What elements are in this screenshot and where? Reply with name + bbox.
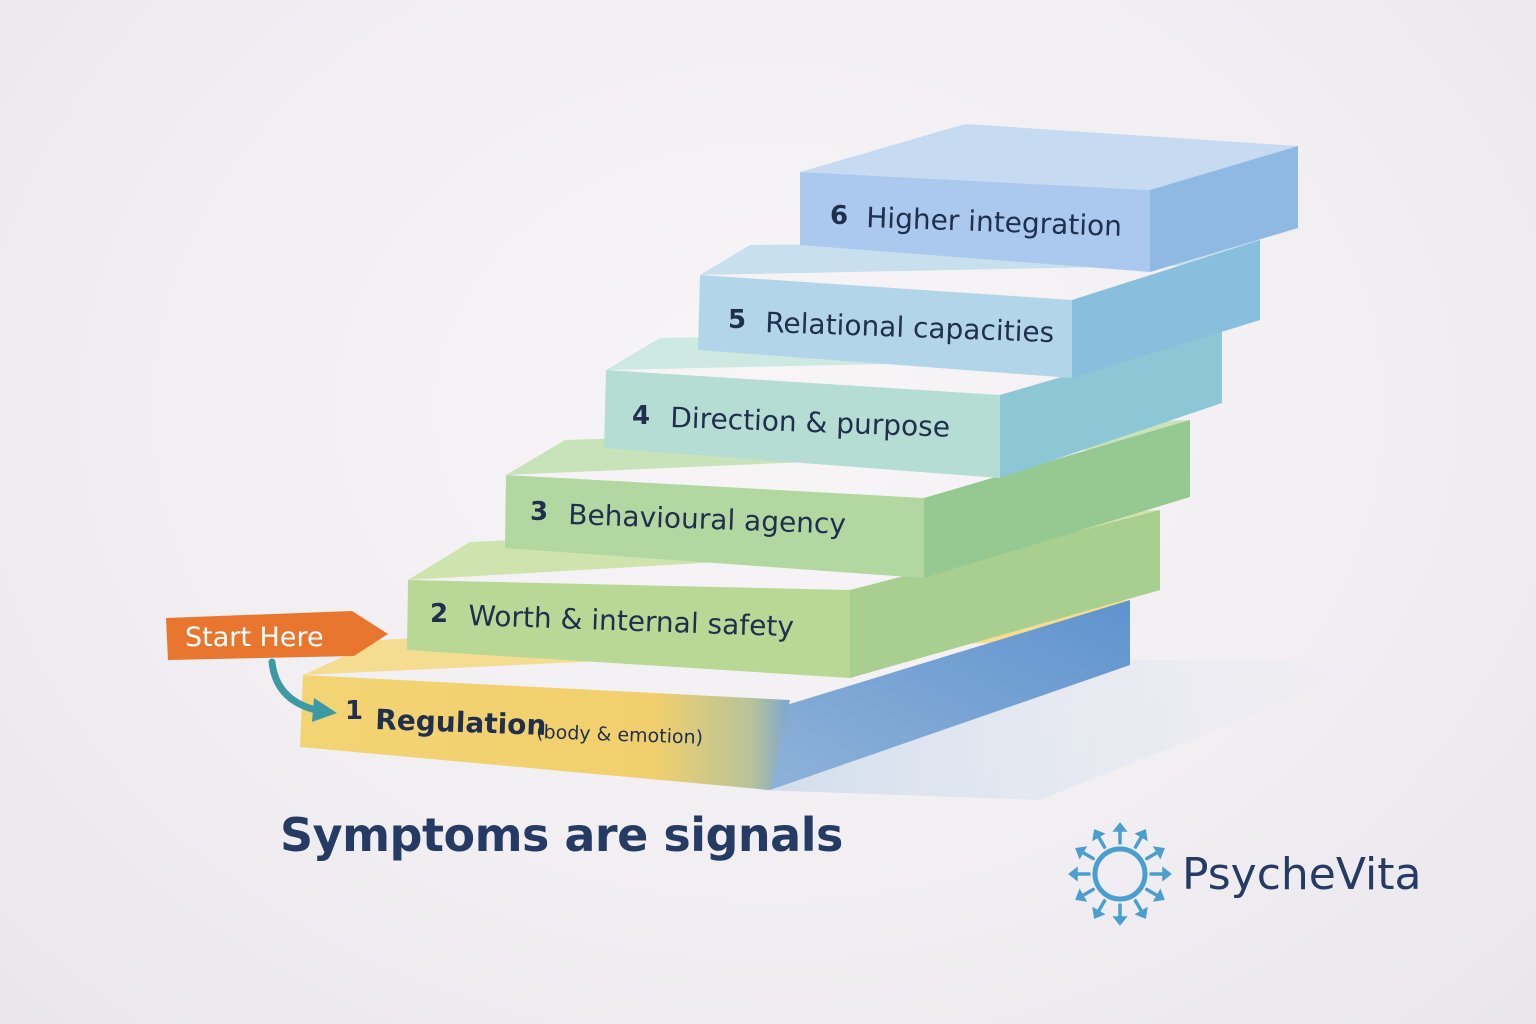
start-here-tag: Start Here [166, 611, 388, 660]
logo-ray-tip [1134, 829, 1148, 842]
sun-ring-icon [1068, 822, 1172, 926]
step-3-front [505, 475, 924, 578]
step-4-side [1000, 330, 1222, 478]
logo-ray-tip [1152, 846, 1165, 860]
start-here-label: Start Here [185, 622, 324, 653]
step-2-side [850, 510, 1160, 678]
step-4-front [604, 370, 1000, 478]
logo-ray [1145, 887, 1160, 898]
start-arrow-icon [268, 658, 320, 714]
step-3-number: 3 [530, 497, 548, 527]
logo-ray-tip [1162, 866, 1172, 882]
step-6: 6 Higher integration [800, 124, 1298, 272]
logo-ray [1096, 899, 1107, 914]
logo-ray-tip [1075, 846, 1088, 860]
logo-ray [1133, 899, 1144, 914]
start-here-tag-shape [166, 611, 388, 660]
logo-ray [1096, 834, 1107, 849]
logo-ray-tip [1092, 906, 1106, 919]
step-1-front [300, 675, 790, 790]
step-5-number: 5 [728, 305, 746, 335]
logo-ray [1080, 887, 1095, 898]
logo-ray-tip [1112, 822, 1128, 832]
logo-ray [1133, 834, 1144, 849]
step-1-side [770, 600, 1130, 790]
logo-ray-tip [1112, 916, 1128, 926]
step-1-label: Regulation [375, 703, 547, 742]
logo-ray-tip [1075, 888, 1088, 902]
step-6-number: 6 [830, 201, 848, 231]
step-5-front [698, 275, 1072, 378]
step-6-top [800, 124, 1298, 190]
step-5-side [1072, 240, 1260, 378]
step-4-number: 4 [632, 401, 650, 431]
tagline: Symptoms are signals [280, 808, 843, 862]
logo-ray-tip [1068, 866, 1078, 882]
start-arrow-head-icon [312, 698, 337, 722]
step-1-number: 1 [345, 696, 363, 726]
step-3-side [924, 420, 1190, 578]
logo-ray-tip [1134, 906, 1148, 919]
logo-ray [1080, 850, 1095, 861]
step-2-number: 2 [430, 599, 448, 629]
brand-name: PsycheVita [1182, 848, 1422, 900]
step-2-front [407, 580, 850, 678]
logo-ray-tip [1092, 829, 1106, 842]
logo-ray-tip [1152, 888, 1165, 902]
ground-shadow [760, 660, 1390, 800]
brand-logo-group: PsycheVita [1066, 816, 1421, 932]
step-6-front [800, 172, 1150, 272]
step-6-side [1150, 146, 1298, 272]
logo-ray [1145, 850, 1160, 861]
